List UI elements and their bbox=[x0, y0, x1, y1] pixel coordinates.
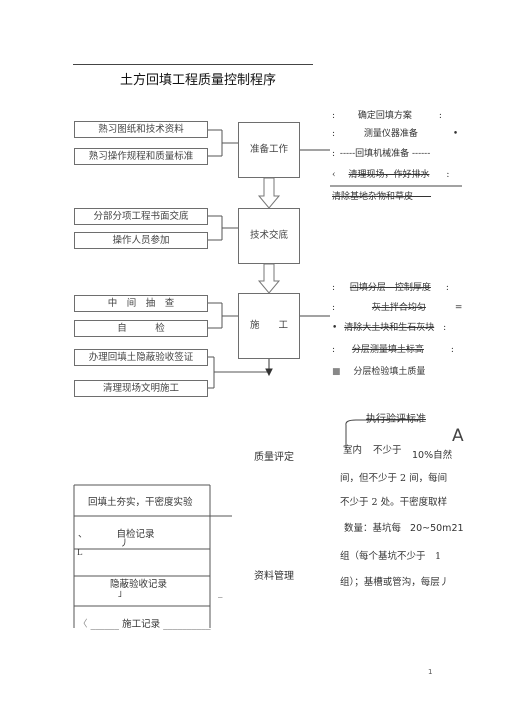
box-self-check-label: 自 检 bbox=[117, 323, 165, 334]
mark-letter-a: A bbox=[452, 426, 464, 446]
record-construction-log-prefix: 〈 bbox=[78, 619, 88, 630]
body-line-2: 间，但不少于 2 间，每间 bbox=[340, 473, 448, 484]
note-layer-thickness: : 回填分层 控制厚度 : bbox=[332, 280, 449, 293]
label-quality-evaluation: 质量评定 bbox=[254, 452, 294, 463]
note-layer-thickness-suffix: : bbox=[445, 283, 449, 293]
record-concealed-acceptance: 隐蔽验收记录 bbox=[110, 579, 168, 590]
note-inspect-quality-text: 分层检验填土质量 bbox=[353, 367, 426, 377]
box-study-procedures: 熟习操作规程和质量标准 bbox=[74, 148, 208, 165]
record-concealed-acceptance-sub: 」 bbox=[118, 589, 128, 599]
note-measure-elevation-suffix: : bbox=[450, 345, 454, 355]
note-measure-elevation-prefix: : bbox=[332, 345, 336, 355]
record-side-mark: _ bbox=[218, 588, 223, 598]
box-concealed-acceptance-label: 办理回填土隐蔽验收签证 bbox=[88, 352, 194, 363]
note-fill-plan-prefix: : bbox=[332, 111, 336, 121]
note-remove-lumps: • 清除大土块和生石灰块 : bbox=[332, 320, 446, 333]
note-site-drainage-suffix: : bbox=[446, 170, 450, 180]
note-measure-elevation-text: 分层测量填土标高 bbox=[351, 345, 424, 355]
record-self-check: 、 自检记录 bbox=[78, 526, 155, 540]
record-construction-log: 〈 ______ 施工记录 __________ bbox=[78, 616, 211, 630]
box-operators-attend-label: 操作人员参加 bbox=[112, 235, 170, 246]
record-density-test: 回填土夯实，干密度实验 bbox=[88, 497, 193, 508]
body-line-1-c-wrap: 10%自然 bbox=[412, 447, 452, 461]
body-line-5: 组（每个基坑不少于 1 bbox=[340, 551, 442, 562]
record-side-l: L bbox=[77, 548, 83, 557]
box-technical-briefing-label: 技术交底 bbox=[249, 230, 288, 241]
box-written-briefing: 分部分项工程书面交底 bbox=[74, 208, 208, 225]
note-inspect-quality: ■ 分层检验填土质量 bbox=[332, 364, 425, 377]
record-self-check-prefix: 、 bbox=[78, 529, 88, 540]
note-measure-elevation: : 分层测量填土标高 : bbox=[332, 342, 454, 355]
body-line-1-b: 不少于 bbox=[373, 445, 402, 456]
body-line-3: 不少于 2 处。干密度取样 bbox=[340, 497, 448, 508]
box-operators-attend: 操作人员参加 bbox=[74, 232, 208, 249]
top-rule bbox=[73, 64, 313, 65]
box-study-drawings: 熟习图纸和技术资料 bbox=[74, 121, 208, 138]
note-survey-instruments: : 测量仪器准备 • bbox=[332, 126, 458, 139]
note-fill-plan-suffix: : bbox=[438, 111, 442, 121]
box-midway-check: 中 间 抽 查 bbox=[74, 295, 208, 312]
note-site-drainage-text: 清理现场，作好排水 bbox=[348, 170, 430, 180]
note-site-drainage: ‹ 清理现场，作好排水 : bbox=[332, 167, 449, 180]
note-mix-evenly-suffix: = bbox=[454, 303, 463, 313]
record-self-check-sub: 丿 bbox=[120, 539, 130, 549]
body-line-6: 组）；基槽或管沟，每层丿 bbox=[340, 577, 450, 588]
note-site-drainage-prefix: ‹ bbox=[332, 170, 336, 180]
note-remove-lumps-text: 清除大土块和生石灰块 bbox=[344, 323, 435, 333]
body-line-4-a: 数量：基坑每 bbox=[344, 523, 402, 534]
label-data-management: 资料管理 bbox=[254, 571, 294, 582]
box-construction-label: 施 工 bbox=[249, 320, 288, 331]
heading-inspection-standard: 执行验评标准 bbox=[366, 414, 426, 425]
note-mix-evenly: : 灰土拌合均匀 = bbox=[332, 300, 462, 313]
box-preparation-label: 准备工作 bbox=[249, 144, 288, 155]
box-written-briefing-label: 分部分项工程书面交底 bbox=[93, 211, 189, 222]
note-machinery-text: -----回填机械准备 ------ bbox=[339, 149, 431, 159]
box-self-check: 自 检 bbox=[74, 320, 208, 337]
note-clear-debris: 清除基地杂物和草皮—— bbox=[332, 189, 431, 202]
note-mix-evenly-text: 灰土拌合均匀 bbox=[371, 303, 426, 313]
body-line-1: 室内 不少于 bbox=[343, 442, 402, 456]
box-concealed-acceptance: 办理回填土隐蔽验收签证 bbox=[74, 349, 208, 366]
box-site-cleanup-label: 清理现场文明施工 bbox=[102, 383, 179, 394]
record-self-check-label: 自检记录 bbox=[116, 529, 155, 540]
box-study-drawings-label: 熟习图纸和技术资料 bbox=[98, 124, 184, 135]
note-remove-lumps-suffix: : bbox=[443, 323, 447, 333]
page-number: 1 bbox=[428, 668, 433, 676]
note-survey-instruments-prefix: : bbox=[332, 129, 336, 139]
note-mix-evenly-prefix: : bbox=[332, 303, 336, 313]
note-survey-instruments-text: 测量仪器准备 bbox=[363, 129, 418, 139]
box-midway-check-label: 中 间 抽 查 bbox=[107, 298, 175, 309]
note-machinery-prefix: : bbox=[332, 149, 336, 159]
note-layer-thickness-prefix: : bbox=[332, 283, 336, 293]
body-line-1-a: 室内 bbox=[343, 445, 363, 456]
box-site-cleanup: 清理现场文明施工 bbox=[74, 380, 208, 397]
note-survey-instruments-suffix: • bbox=[452, 129, 459, 139]
record-construction-log-label: ______ 施工记录 __________ bbox=[90, 619, 211, 630]
body-line-1-c: 10%自然 bbox=[412, 450, 453, 461]
body-line-4-b: 20~50m21 bbox=[410, 523, 464, 534]
note-fill-plan-text: 确定回填方案 bbox=[357, 111, 412, 121]
box-preparation: 准备工作 bbox=[238, 122, 300, 178]
note-remove-lumps-prefix: • bbox=[332, 323, 338, 333]
note-clear-debris-text: 清除基地杂物和草皮—— bbox=[332, 192, 432, 202]
page-title: 土方回填工程质量控制程序 bbox=[120, 73, 277, 88]
note-inspect-quality-prefix: ■ bbox=[332, 367, 341, 377]
note-machinery: : -----回填机械准备 ------ bbox=[332, 146, 430, 159]
note-fill-plan: : 确定回填方案 : bbox=[332, 108, 442, 121]
note-layer-thickness-text: 回填分层 控制厚度 bbox=[349, 283, 431, 293]
body-line-4: 数量：基坑每 20~50m21 bbox=[344, 520, 464, 534]
box-study-procedures-label: 熟习操作规程和质量标准 bbox=[88, 151, 194, 162]
